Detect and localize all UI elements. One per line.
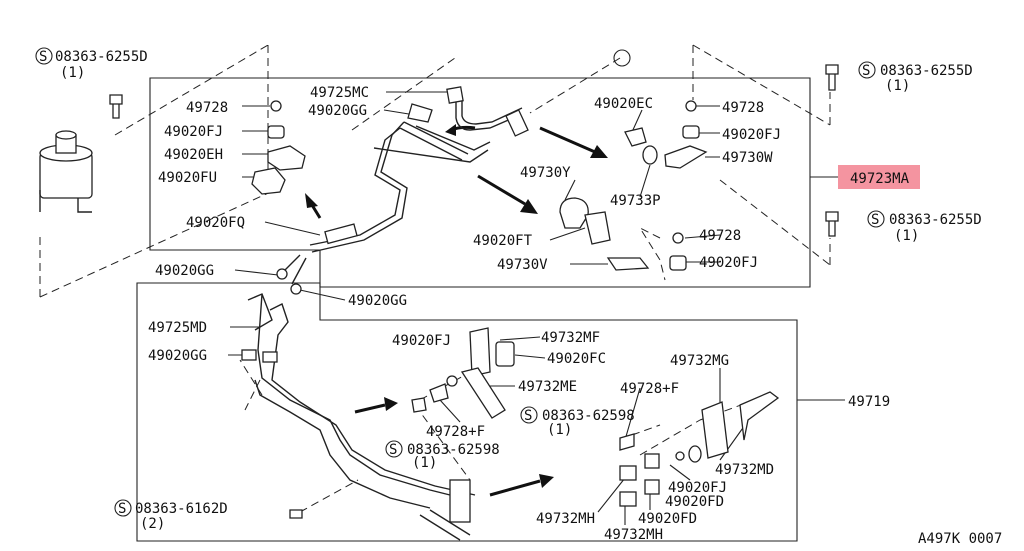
label-49020FJ-bottom-right: 49020FJ [668,480,727,496]
upper-pipe-assembly [276,86,529,295]
arrowhead-4 [384,397,398,411]
dashed-leader-center [414,374,471,481]
fastener-symbols [35,47,885,517]
arrowhead-curved [445,124,456,136]
arrowhead-2 [520,199,538,214]
label-49728F-right: 49728+F [620,381,679,397]
label-49732MD: 49732MD [715,462,774,478]
label-49733P: 49733P [610,193,661,209]
dashed-leader-left [39,44,276,298]
circle-s-r: S [871,212,879,228]
label-49020FU: 49020FU [158,170,217,186]
label-49020FJ-left: 49020FJ [164,124,223,140]
qty-08363-6255D-tl: (1) [60,65,85,81]
dashed-leader-right [692,44,831,266]
circle-s-c: S [389,442,397,458]
dashed-leader-hose [239,359,263,411]
reference-code: A497K 0007 [918,531,1002,547]
label-49732MH-2: 49732MH [604,527,663,543]
label-49725MD: 49725MD [148,320,207,336]
arrowhead-5 [539,474,554,488]
direction-arrow-5 [489,479,541,497]
leaders-left [228,91,450,356]
lower-pipe-assembly [241,293,476,541]
qty-08363-62598-center: (1) [412,455,437,471]
label-49020EC: 49020EC [594,96,653,112]
qty-08363-6162D: (2) [140,516,165,532]
dashed-leader-bracket [638,226,666,281]
dashed-leader-top [351,57,621,131]
label-49020FJ-center: 49020FJ [392,333,451,349]
label-49020GG-low: 49020GG [348,293,407,309]
upper-left-hardware [109,64,839,237]
arrowhead-1 [590,145,608,158]
label-08363-6255D-tl: 08363-6255D [55,49,148,65]
dashed-leader-bolt [299,479,359,513]
direction-arrow-4 [354,403,386,414]
label-08363-6255D-tr: 08363-6255D [880,63,973,79]
qty-08363-6255D-tr: (1) [885,78,910,94]
label-49020GG-mid: 49020GG [155,263,214,279]
circle-s-rc: S [524,408,532,424]
label-49725MC: 49725MC [310,85,369,101]
label-49020FC: 49020FC [547,351,606,367]
label-49020GG-top: 49020GG [308,103,367,119]
qty-08363-62598-right: (1) [547,422,572,438]
circle-s-tl: S [39,49,47,65]
label-49020FJ-right: 49020FJ [722,127,781,143]
upper-right-hardware [559,100,708,271]
label-08363-6255D-r: 08363-6255D [889,212,982,228]
label-49020FD-1: 49020FD [665,494,724,510]
label-49020FT: 49020FT [473,233,533,249]
direction-arrow-2 [477,174,526,206]
label-49728-left: 49728 [186,100,228,116]
qty-08363-6255D-r: (1) [894,228,919,244]
arrowhead-3 [305,193,318,208]
label-49730Y: 49730Y [520,165,571,181]
label-49732MH-1: 49732MH [536,511,595,527]
label-49723MA: 49723MA [850,171,910,187]
label-49730V: 49730V [497,257,548,273]
direction-arrow-3 [310,204,322,219]
label-49020FQ: 49020FQ [186,215,245,231]
leaders-upper-right [549,105,838,265]
label-49730W: 49730W [722,150,773,166]
label-49719: 49719 [848,394,890,410]
label-49020FD-2: 49020FD [638,511,697,527]
label-08363-6162D: 08363-6162D [135,501,228,517]
fluid-reservoir [39,130,93,213]
lower-assembly-frame [136,282,798,542]
circle-s-tr: S [862,63,870,79]
label-49728-right2: 49728 [699,228,741,244]
label-49728F-center: 49728+F [426,424,485,440]
label-49020GG-lower: 49020GG [148,348,207,364]
lower-hardware [289,327,780,519]
part-highlight [838,165,920,189]
label-49728-right: 49728 [722,100,764,116]
label-49020FJ-right2: 49020FJ [699,255,758,271]
label-49020EH: 49020EH [164,147,223,163]
label-49732ME: 49732ME [518,379,577,395]
label-08363-62598-center: 08363-62598 [407,442,500,458]
label-08363-62598-right: 08363-62598 [542,408,635,424]
label-49732MG: 49732MG [670,353,729,369]
label-49732MF: 49732MF [541,330,600,346]
direction-arrow-1 [539,126,596,154]
circle-s-bl: S [118,501,126,517]
